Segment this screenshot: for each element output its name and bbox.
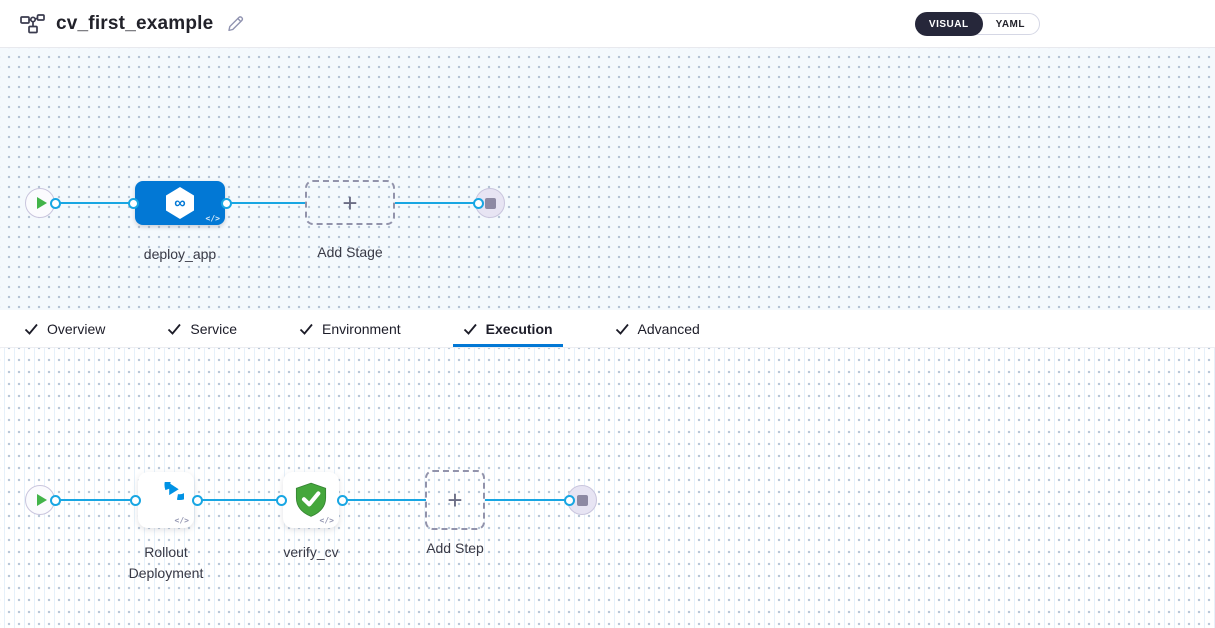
connector-line xyxy=(342,499,426,501)
connector-port xyxy=(130,495,141,506)
add-stage-button[interactable]: + xyxy=(305,180,395,225)
check-icon xyxy=(463,323,477,335)
connector-port xyxy=(337,495,348,506)
check-icon xyxy=(615,323,629,335)
stop-icon xyxy=(484,197,496,209)
toggle-yaml[interactable]: YAML xyxy=(995,18,1025,30)
stage-node-deploy-app[interactable]: ∞ </> xyxy=(135,181,225,225)
code-badge-icon: </> xyxy=(205,214,220,223)
svg-text:∞: ∞ xyxy=(174,195,185,212)
check-icon xyxy=(24,323,38,335)
tab-label: Environment xyxy=(322,320,401,337)
stage-canvas[interactable]: ∞ </> + deploy_app Add Stage xyxy=(0,48,1215,310)
connector-line xyxy=(226,202,306,204)
toggle-visual[interactable]: VISUAL xyxy=(914,12,983,36)
stop-icon xyxy=(576,494,588,506)
tab-environment[interactable]: Environment xyxy=(289,310,411,347)
connector-port xyxy=(473,198,484,209)
shield-check-icon xyxy=(295,482,327,517)
connector-port xyxy=(50,495,61,506)
connector-port xyxy=(192,495,203,506)
add-step-label: Add Step xyxy=(426,540,484,556)
edit-pencil-icon[interactable] xyxy=(226,14,245,33)
stage-config-tabs: Overview Service Environment Execution A… xyxy=(0,310,1215,348)
code-badge-icon: </> xyxy=(174,516,189,525)
step-node-rollout-deployment[interactable]: </> xyxy=(138,472,194,528)
add-stage-label: Add Stage xyxy=(317,244,383,260)
check-icon xyxy=(168,323,182,335)
plus-icon: + xyxy=(447,485,463,515)
header: cv_first_example VISUAL YAML xyxy=(0,0,1215,48)
connector-line xyxy=(485,499,569,501)
connector-port xyxy=(50,198,61,209)
connector-port xyxy=(276,495,287,506)
tab-label: Execution xyxy=(485,320,553,337)
stage-label: deploy_app xyxy=(143,246,217,262)
pipeline-graph-icon xyxy=(20,13,45,34)
connector-line xyxy=(395,202,478,204)
connector-line xyxy=(55,202,133,204)
visual-yaml-toggle: VISUAL YAML xyxy=(914,12,1040,36)
deploy-hexagon-icon: ∞ xyxy=(166,187,194,219)
code-badge-icon: </> xyxy=(319,516,334,525)
step-node-verify-cv[interactable]: </> xyxy=(283,472,339,528)
add-step-button[interactable]: + xyxy=(425,470,485,530)
pipeline-title: cv_first_example xyxy=(56,12,214,34)
tab-overview[interactable]: Overview xyxy=(14,310,115,347)
play-icon xyxy=(36,197,47,209)
connector-port xyxy=(128,198,139,209)
tab-label: Service xyxy=(190,320,238,337)
check-icon xyxy=(299,323,313,335)
connector-port xyxy=(564,495,575,506)
tab-label: Advanced xyxy=(637,320,700,337)
connector-port xyxy=(221,198,232,209)
rollout-arrow-icon xyxy=(164,482,184,500)
execution-canvas[interactable]: </> </> + Rollout Deployment verify_cv A… xyxy=(0,348,1215,628)
play-icon xyxy=(36,494,47,506)
tab-execution[interactable]: Execution xyxy=(452,310,563,347)
tab-service[interactable]: Service xyxy=(157,310,247,347)
step-label: verify_cv xyxy=(283,544,339,560)
plus-icon: + xyxy=(342,187,358,218)
connector-line xyxy=(197,499,281,501)
step-label: Rollout Deployment xyxy=(128,544,204,581)
connector-line xyxy=(55,499,135,501)
tab-advanced[interactable]: Advanced xyxy=(605,310,710,347)
tab-label: Overview xyxy=(47,320,106,337)
